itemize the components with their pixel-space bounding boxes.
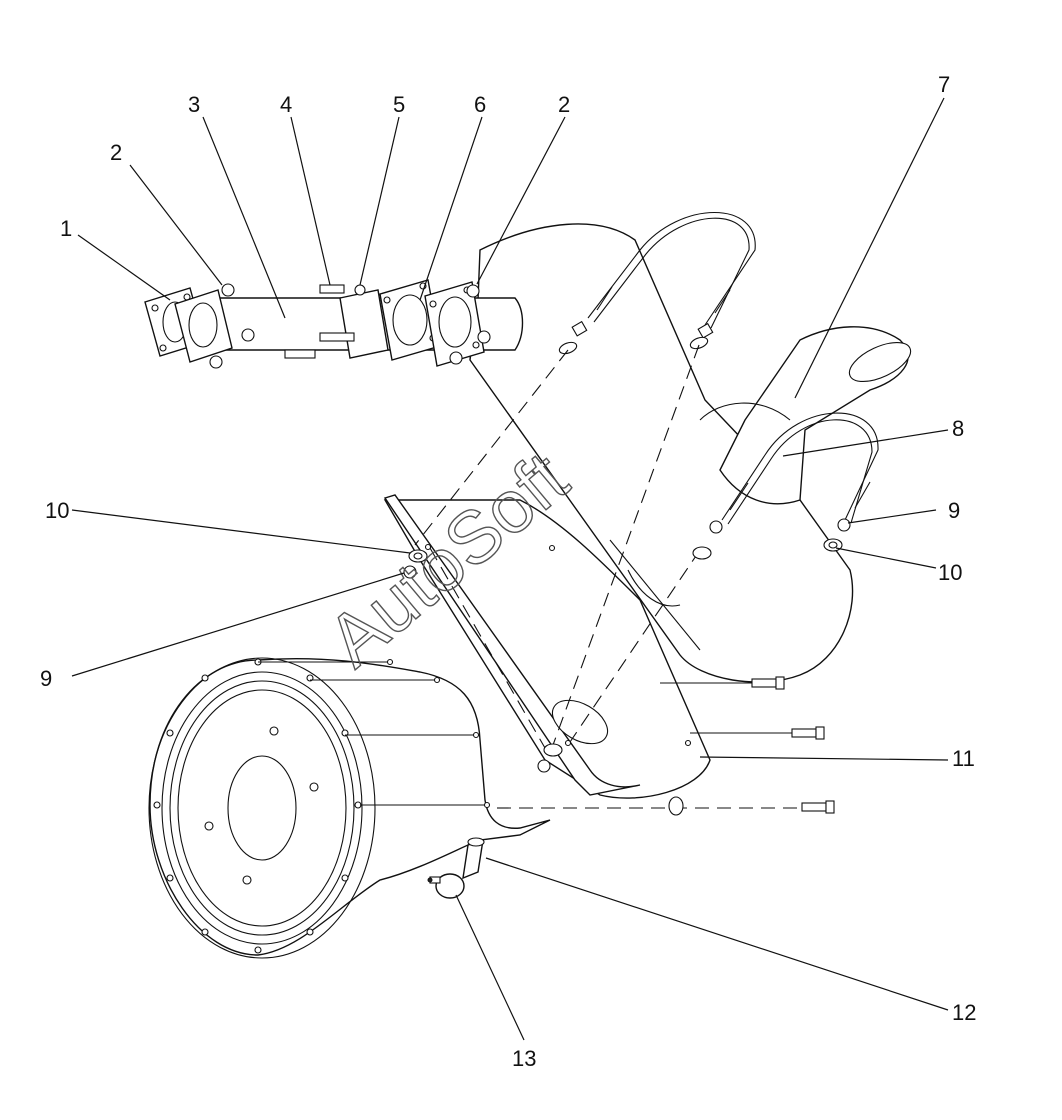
- callout-3: 3: [188, 92, 200, 117]
- alignment-lines: [414, 344, 805, 809]
- callout-labels: 1 2 3 4 5 6 2 7 8 9 10 10 9 11 12 13: [40, 72, 976, 1071]
- callout-10-right: 10: [938, 560, 962, 585]
- callout-2-right: 2: [558, 92, 570, 117]
- callout-4: 4: [280, 92, 292, 117]
- washers-and-nuts: [403, 518, 851, 816]
- callout-11: 11: [952, 746, 975, 771]
- callout-5: 5: [393, 92, 405, 117]
- callout-9-right: 9: [948, 498, 960, 523]
- u-bolt-upper: [558, 211, 756, 355]
- leader-lines: [71, 97, 949, 1041]
- callout-9-left: 9: [40, 666, 52, 691]
- flange-2-left: [174, 289, 233, 363]
- exhaust-pipe-assembly: [144, 279, 524, 369]
- callout-6: 6: [474, 92, 486, 117]
- callout-12: 12: [952, 1000, 976, 1025]
- drain-tube: [462, 837, 485, 880]
- u-bolt-lower: [721, 412, 879, 525]
- flange-bolts: [284, 284, 355, 359]
- callout-8: 8: [952, 416, 964, 441]
- tail-pipe: [699, 326, 912, 505]
- muffler-body: [469, 223, 854, 683]
- side-bolts: [660, 676, 835, 814]
- mounting-flange-plate: [148, 657, 551, 959]
- flange-2-right: [424, 281, 485, 367]
- callout-7: 7: [938, 72, 950, 97]
- hose-clamp: [427, 873, 465, 899]
- muffler-bracket: [383, 494, 711, 799]
- callout-13: 13: [512, 1046, 536, 1071]
- callout-1: 1: [60, 216, 72, 241]
- flange-nuts: [209, 283, 491, 369]
- flange-inner-holes: [204, 726, 319, 885]
- callout-2-left: 2: [110, 140, 122, 165]
- callout-10-left: 10: [45, 498, 69, 523]
